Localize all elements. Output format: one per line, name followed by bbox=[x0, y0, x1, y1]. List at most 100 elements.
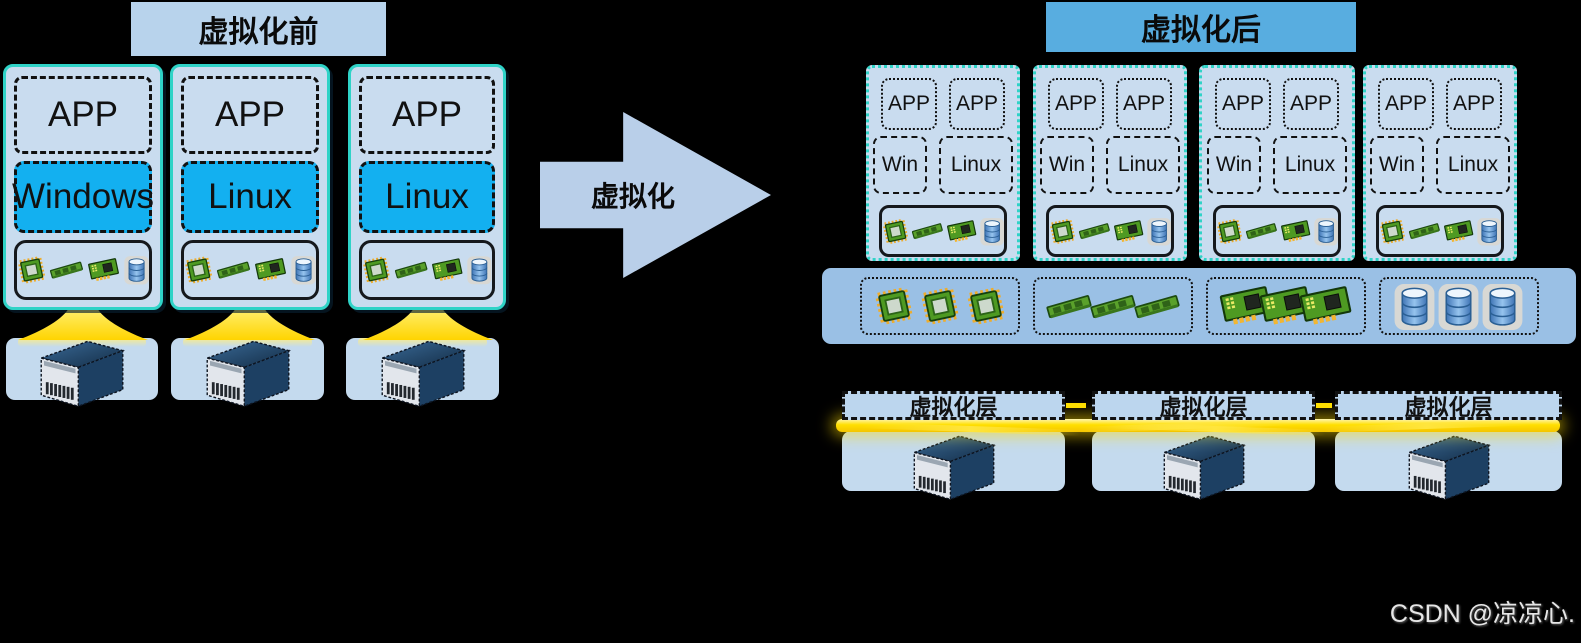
cpu-icon bbox=[1379, 218, 1406, 244]
app-label: APP bbox=[214, 95, 286, 134]
virtual-machine: APP APP Win Linux bbox=[866, 65, 1020, 261]
cpu-pool-group bbox=[859, 277, 1020, 335]
host-server-box bbox=[842, 431, 1065, 501]
virtualization-layer-box: 虚拟化层 bbox=[1335, 391, 1562, 420]
app-box: APP bbox=[359, 76, 495, 154]
cpu-icon bbox=[184, 249, 213, 291]
os-label: Linux bbox=[1447, 153, 1499, 176]
disk-icon bbox=[1438, 282, 1479, 331]
hardware-bar bbox=[181, 240, 319, 300]
disk-icon bbox=[1394, 282, 1435, 331]
app-box: APP bbox=[1116, 78, 1172, 130]
hardware-bar bbox=[879, 205, 1007, 257]
os-box: Win bbox=[1207, 136, 1261, 194]
os-label: Linux bbox=[208, 177, 292, 216]
os-stack: APP Linux bbox=[348, 64, 506, 310]
os-box: Linux bbox=[181, 161, 319, 233]
disk-icon bbox=[1146, 217, 1171, 246]
hardware-bar bbox=[1046, 205, 1174, 257]
physical-server-box bbox=[346, 338, 499, 407]
app-label: APP bbox=[1384, 92, 1428, 115]
virtualization-layer-label: 虚拟化层 bbox=[1159, 394, 1248, 420]
after-title: 虚拟化后 bbox=[1046, 2, 1356, 52]
virtualization-layer-box: 虚拟化层 bbox=[842, 391, 1065, 420]
virtual-machine: APP APP Win Linux bbox=[1199, 65, 1355, 261]
hardware-bar bbox=[1213, 205, 1341, 257]
server-glow bbox=[358, 338, 487, 347]
os-label: Linux bbox=[950, 153, 1002, 176]
os-box: Win bbox=[873, 136, 927, 194]
virtualization-layer-box: 虚拟化层 bbox=[1092, 391, 1315, 420]
os-stack: APP Linux bbox=[170, 64, 330, 310]
server-icon bbox=[206, 340, 289, 407]
os-label: Windows bbox=[12, 177, 154, 216]
nic-icon bbox=[1443, 219, 1474, 243]
os-box: Linux bbox=[359, 161, 495, 233]
virtualization-layer-label: 虚拟化层 bbox=[1404, 394, 1493, 420]
os-label: Win bbox=[1215, 153, 1253, 176]
cpu-icon bbox=[874, 286, 914, 326]
disk-icon bbox=[467, 255, 492, 285]
nic-icon bbox=[946, 219, 977, 243]
app-box: APP bbox=[1378, 78, 1434, 130]
app-label: APP bbox=[955, 92, 999, 115]
ram-icon bbox=[1045, 294, 1092, 319]
nic-icon bbox=[88, 258, 120, 283]
ram-icon bbox=[1133, 294, 1180, 319]
virtualize-arrow-label: 虚拟化 bbox=[590, 181, 675, 212]
physical-server-box bbox=[6, 338, 158, 407]
ram-icon bbox=[217, 261, 251, 280]
disk-icon bbox=[290, 255, 316, 285]
nic-icon bbox=[1299, 286, 1353, 327]
ram-icon bbox=[1078, 223, 1111, 240]
server-icon bbox=[1408, 435, 1489, 501]
os-box: Linux bbox=[1436, 136, 1510, 194]
ram-icon bbox=[1408, 223, 1441, 240]
app-box: APP bbox=[1215, 78, 1271, 130]
nic-icon bbox=[432, 258, 464, 283]
server-icon bbox=[1163, 435, 1244, 501]
hardware-bar bbox=[14, 240, 152, 300]
disk-icon bbox=[1313, 217, 1338, 246]
ram-icon bbox=[50, 261, 84, 280]
os-label: Linux bbox=[1284, 153, 1336, 176]
beam-connector-dash bbox=[1066, 403, 1086, 408]
disk-pool-group bbox=[1378, 277, 1539, 335]
os-box: Linux bbox=[1106, 136, 1180, 194]
app-label: APP bbox=[1452, 92, 1496, 115]
hardware-bar bbox=[359, 240, 495, 300]
app-box: APP bbox=[881, 78, 937, 130]
mapping-flame-icon bbox=[18, 306, 148, 340]
app-box: APP bbox=[14, 76, 152, 154]
os-label: Win bbox=[881, 153, 919, 176]
server-icon bbox=[381, 340, 464, 407]
ram-icon bbox=[1089, 294, 1136, 319]
app-label: APP bbox=[1221, 92, 1265, 115]
app-label: APP bbox=[47, 95, 119, 134]
cpu-icon bbox=[920, 286, 960, 326]
os-label: Linux bbox=[1117, 153, 1169, 176]
ram-icon bbox=[394, 261, 428, 280]
before-title: 虚拟化前 bbox=[131, 2, 386, 56]
os-box: Linux bbox=[1273, 136, 1347, 194]
nic-icon bbox=[1280, 219, 1311, 243]
virtual-machine: APP APP Win Linux bbox=[1033, 65, 1187, 261]
host-server-box bbox=[1092, 431, 1315, 501]
hardware-bar bbox=[1376, 205, 1504, 257]
disk-icon bbox=[1476, 217, 1501, 246]
os-box: Win bbox=[1370, 136, 1424, 194]
app-label: APP bbox=[1054, 92, 1098, 115]
cpu-icon bbox=[1049, 218, 1076, 244]
app-box: APP bbox=[949, 78, 1005, 130]
watermark: CSDN @凉凉心. bbox=[1389, 600, 1575, 628]
nic-pool-group bbox=[1205, 277, 1366, 335]
app-box: APP bbox=[181, 76, 319, 154]
resource-pool bbox=[822, 268, 1576, 344]
host-server-box bbox=[1335, 431, 1562, 501]
mapping-flame-icon bbox=[363, 306, 493, 340]
virtual-machine: APP APP Win Linux bbox=[1363, 65, 1517, 261]
os-label: Win bbox=[1048, 153, 1086, 176]
os-label: Win bbox=[1378, 153, 1416, 176]
os-stack: APP Windows bbox=[3, 64, 163, 310]
